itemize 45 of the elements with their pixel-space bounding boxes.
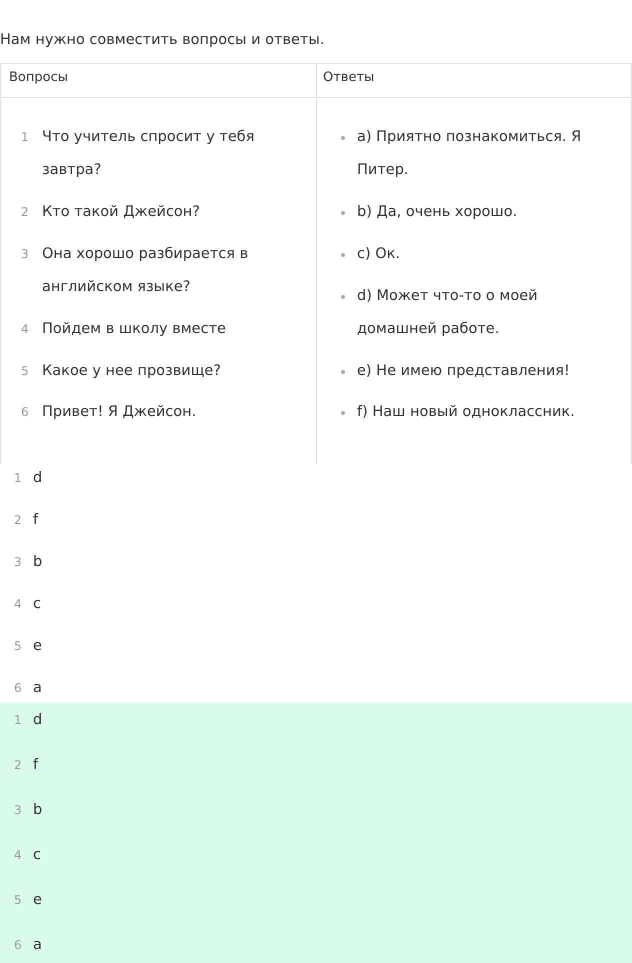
heading-text: Нам нужно совместить вопросы и ответы. bbox=[0, 32, 324, 48]
answer-text: a) Приятно познакомиться. Я Питер. bbox=[357, 128, 582, 180]
answer-number: 1 bbox=[14, 712, 22, 729]
answer-letter: a bbox=[33, 679, 42, 698]
answer-text: f) Наш новый одноклассник. bbox=[357, 403, 576, 422]
question-text: Кто такой Джейсон? bbox=[42, 203, 201, 222]
answer-letter: b bbox=[33, 553, 42, 572]
question-text: Она хорошо разбирается в английском языке? bbox=[42, 245, 250, 297]
answer-number: 3 bbox=[14, 802, 22, 819]
answer-number: 3 bbox=[14, 554, 22, 571]
answer-text: b) Да, очень хорошо. bbox=[357, 203, 518, 222]
answer-number: 6 bbox=[14, 680, 22, 697]
answer-letter: e bbox=[33, 637, 42, 656]
answer-number: 4 bbox=[14, 596, 22, 613]
question-text: Привет! Я Джейсон. bbox=[42, 403, 198, 422]
answer-letter: e bbox=[33, 891, 42, 910]
question-text: Какое у нее прозвище? bbox=[42, 362, 222, 381]
answer-number: 5 bbox=[14, 638, 22, 655]
row-number: 4 bbox=[21, 321, 29, 338]
answer-number: 4 bbox=[14, 847, 22, 864]
answer-letter: a bbox=[33, 936, 42, 955]
row-number: 6 bbox=[21, 404, 29, 421]
answer-number: 2 bbox=[14, 512, 22, 529]
row-number: 1 bbox=[21, 129, 29, 146]
row-number: 5 bbox=[21, 363, 29, 380]
answer-letter: c bbox=[33, 595, 41, 614]
answer-letter: f bbox=[33, 511, 38, 530]
answer-letter: d bbox=[33, 711, 42, 730]
question-text: Пойдем в школу вместе bbox=[42, 320, 227, 339]
row-number: 2 bbox=[21, 204, 29, 221]
answer-letter: f bbox=[33, 756, 38, 775]
answer-number: 6 bbox=[14, 937, 22, 954]
answer-number: 5 bbox=[14, 892, 22, 909]
row-number: 3 bbox=[21, 246, 29, 263]
answer-letter: b bbox=[33, 801, 42, 820]
column-header: Ответы bbox=[323, 70, 374, 85]
answer-text: d) Может что-то о моей домашней работе. bbox=[357, 287, 539, 339]
column-header: Вопросы bbox=[9, 70, 68, 85]
answer-text: e) Не имею представления! bbox=[357, 362, 571, 381]
answer-number: 2 bbox=[14, 757, 22, 774]
answer-number: 1 bbox=[14, 470, 22, 487]
answer-letter: d bbox=[33, 469, 42, 488]
answer-letter: c bbox=[33, 846, 41, 865]
question-text: Что учитель спросит у тебя завтра? bbox=[42, 128, 256, 180]
answer-text: c) Ок. bbox=[357, 245, 402, 264]
